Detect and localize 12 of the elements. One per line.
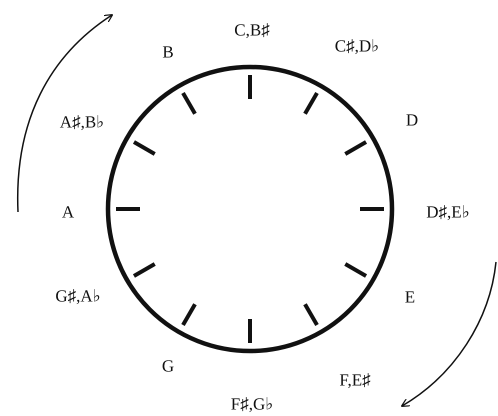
note-name: E (404, 288, 416, 306)
note-name: G (162, 358, 174, 374)
note-name: C,B♯ (234, 22, 270, 38)
note-name: D♯,E♭ (426, 204, 470, 220)
note-name: C♯,D♭ (334, 38, 380, 54)
note-name: G♯,A♭ (55, 288, 101, 304)
note-name: F♯,G♭ (230, 396, 274, 412)
note-name: A (62, 204, 74, 220)
note-name: D (406, 112, 418, 128)
note-name: A♯,B♭ (60, 114, 104, 130)
note-name: F,E♯ (339, 372, 371, 388)
note-name: B (162, 44, 174, 60)
